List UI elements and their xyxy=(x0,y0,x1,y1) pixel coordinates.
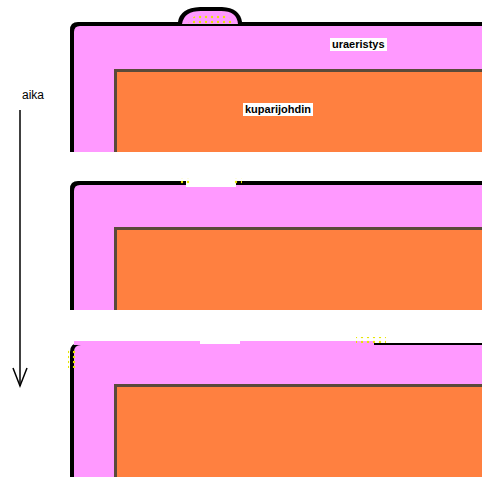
axis-label: aika xyxy=(22,88,44,102)
insulation-region: uraeristys kuparijohdin xyxy=(74,26,482,152)
panel-1 xyxy=(70,7,482,152)
conductor-region: kuparijohdin xyxy=(117,72,482,152)
panel-3 xyxy=(68,337,482,477)
part-label: kuparijohdin xyxy=(243,103,313,116)
time-arrow xyxy=(13,110,27,386)
panel-2 xyxy=(70,178,482,310)
part-label: uraeristys xyxy=(330,38,387,51)
